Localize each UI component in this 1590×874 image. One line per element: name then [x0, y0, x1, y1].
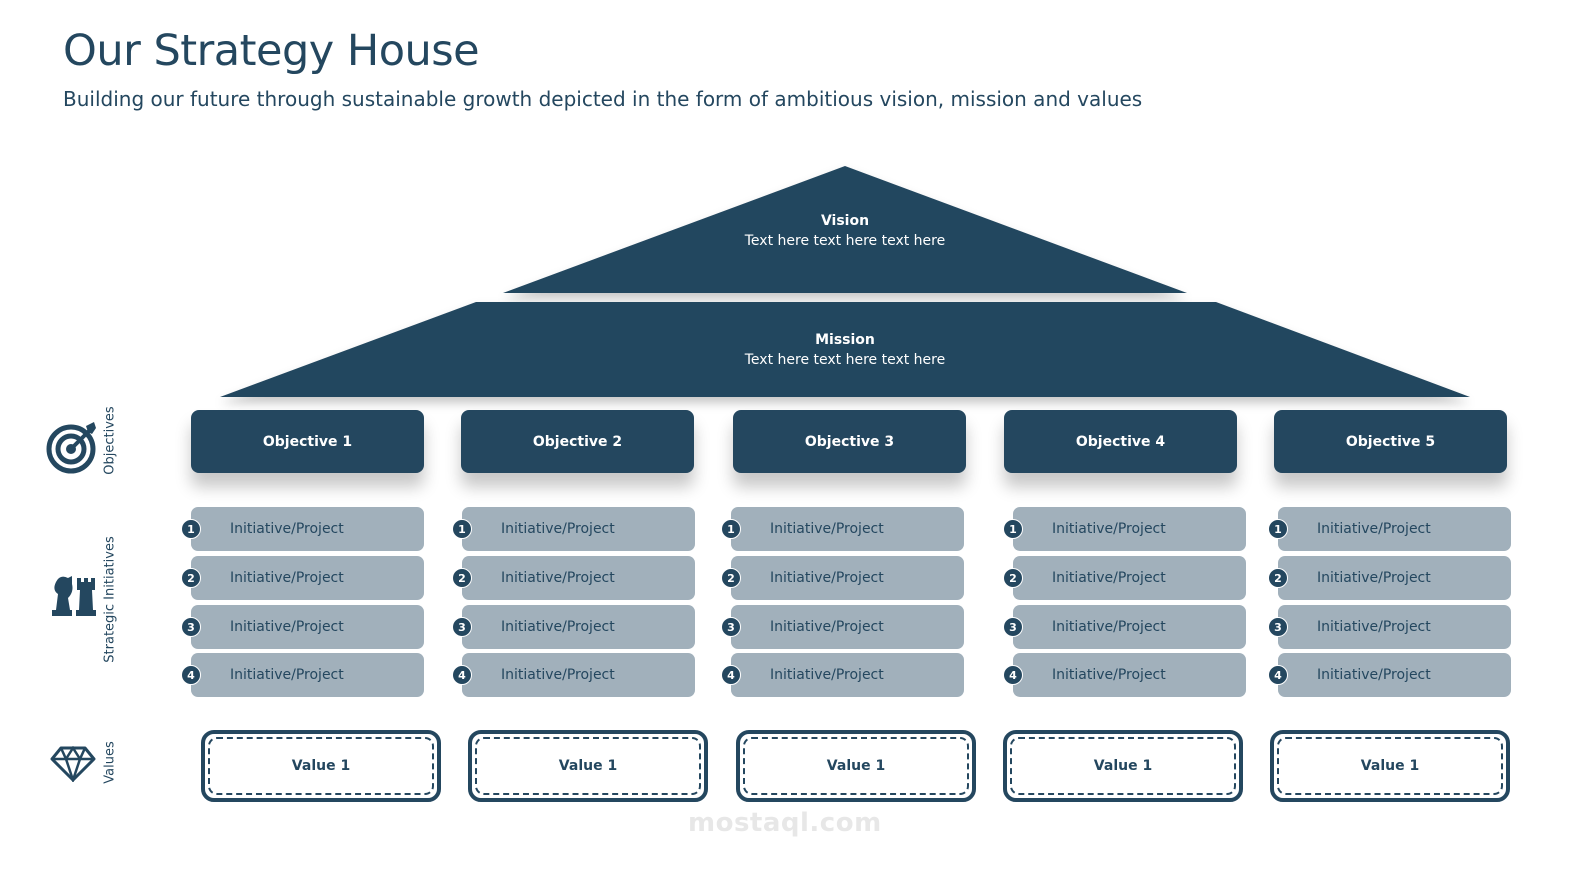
- number-badge: 2: [181, 568, 201, 588]
- number-badge: 1: [452, 519, 472, 539]
- mission-block: Mission Text here text here text here: [645, 330, 1045, 370]
- initiative-item: Initiative/Project: [462, 507, 695, 551]
- initiative-item: Initiative/Project: [191, 556, 424, 600]
- watermark: mostaql.com: [688, 808, 882, 838]
- number-badge: 2: [721, 568, 741, 588]
- value-card: Value 1: [468, 730, 708, 802]
- initiative-item: Initiative/Project: [1013, 605, 1246, 649]
- number-badge: 3: [1268, 617, 1288, 637]
- mission-trapezoid: [220, 302, 1470, 397]
- initiative-item: Initiative/Project: [1278, 556, 1511, 600]
- number-badge: 4: [721, 665, 741, 685]
- initiative-item: Initiative/Project: [1278, 507, 1511, 551]
- number-badge: 3: [452, 617, 472, 637]
- initiative-item: Initiative/Project: [191, 507, 424, 551]
- initiative-item: Initiative/Project: [731, 605, 964, 649]
- value-label: Value 1: [1277, 737, 1503, 795]
- objective-card: Objective 4: [1004, 410, 1237, 473]
- number-badge: 3: [1003, 617, 1023, 637]
- page-subtitle: Building our future through sustainable …: [63, 87, 1143, 111]
- vision-triangle: [503, 166, 1187, 293]
- values-label: Values: [102, 741, 118, 784]
- initiative-item: Initiative/Project: [731, 653, 964, 697]
- value-card: Value 1: [736, 730, 976, 802]
- initiative-item: Initiative/Project: [1013, 653, 1246, 697]
- value-label: Value 1: [475, 737, 701, 795]
- value-card: Value 1: [201, 730, 441, 802]
- number-badge: 1: [1003, 519, 1023, 539]
- value-label: Value 1: [208, 737, 434, 795]
- number-badge: 1: [1268, 519, 1288, 539]
- target-icon: [46, 420, 100, 478]
- initiative-item: Initiative/Project: [191, 605, 424, 649]
- number-badge: 4: [181, 665, 201, 685]
- diamond-icon: [50, 745, 96, 786]
- number-badge: 1: [181, 519, 201, 539]
- objective-card: Objective 1: [191, 410, 424, 473]
- number-badge: 4: [1003, 665, 1023, 685]
- vision-title: Vision: [820, 213, 870, 229]
- initiative-item: Initiative/Project: [1013, 556, 1246, 600]
- value-label: Value 1: [743, 737, 969, 795]
- vision-block: Vision Text here text here text here: [645, 211, 1045, 251]
- number-badge: 2: [1003, 568, 1023, 588]
- number-badge: 2: [452, 568, 472, 588]
- initiative-item: Initiative/Project: [1013, 507, 1246, 551]
- objective-card: Objective 2: [461, 410, 694, 473]
- number-badge: 2: [1268, 568, 1288, 588]
- value-card: Value 1: [1270, 730, 1510, 802]
- objective-card: Objective 3: [733, 410, 966, 473]
- initiative-item: Initiative/Project: [462, 556, 695, 600]
- initiative-item: Initiative/Project: [731, 507, 964, 551]
- initiative-item: Initiative/Project: [1278, 653, 1511, 697]
- number-badge: 3: [181, 617, 201, 637]
- value-card: Value 1: [1003, 730, 1243, 802]
- mission-title: Mission: [815, 332, 875, 348]
- initiative-item: Initiative/Project: [731, 556, 964, 600]
- number-badge: 3: [721, 617, 741, 637]
- strategic-initiatives-label: Strategic Initiatives: [102, 536, 118, 663]
- page-title: Our Strategy House: [63, 26, 480, 76]
- number-badge: 1: [721, 519, 741, 539]
- objective-card: Objective 5: [1274, 410, 1507, 473]
- initiative-item: Initiative/Project: [462, 653, 695, 697]
- initiative-item: Initiative/Project: [191, 653, 424, 697]
- chess-pieces-icon: [48, 572, 98, 622]
- objectives-label: Objectives: [102, 406, 118, 475]
- initiative-item: Initiative/Project: [1278, 605, 1511, 649]
- value-label: Value 1: [1010, 737, 1236, 795]
- initiative-item: Initiative/Project: [462, 605, 695, 649]
- mission-text: Text here text here text here: [744, 352, 946, 368]
- number-badge: 4: [1268, 665, 1288, 685]
- vision-text: Text here text here text here: [744, 233, 946, 249]
- number-badge: 4: [452, 665, 472, 685]
